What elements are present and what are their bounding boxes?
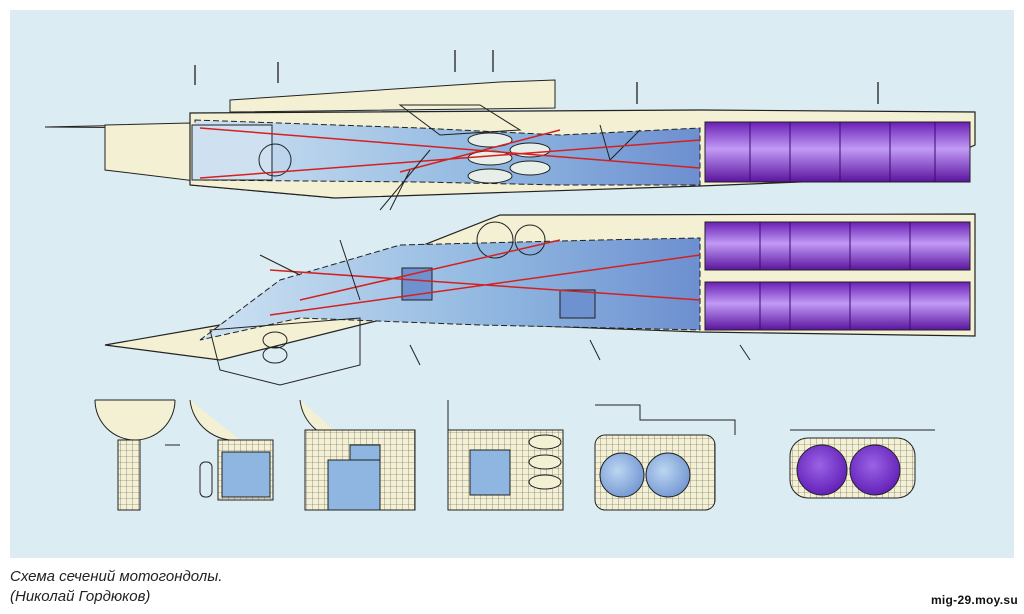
caption-title: Схема сечений мотогондолы.	[10, 568, 223, 585]
section-6	[789, 429, 935, 499]
section-4	[447, 400, 564, 511]
section-3	[299, 399, 416, 511]
cross-sections	[94, 399, 935, 511]
caption-author: (Николай Гордюков)	[10, 588, 151, 605]
section-2	[189, 399, 274, 501]
side-view	[44, 50, 976, 211]
plan-view	[104, 213, 976, 386]
section-1	[94, 399, 180, 511]
section-5	[594, 404, 736, 511]
site-watermark: mig-29.moy.su	[930, 593, 1018, 607]
